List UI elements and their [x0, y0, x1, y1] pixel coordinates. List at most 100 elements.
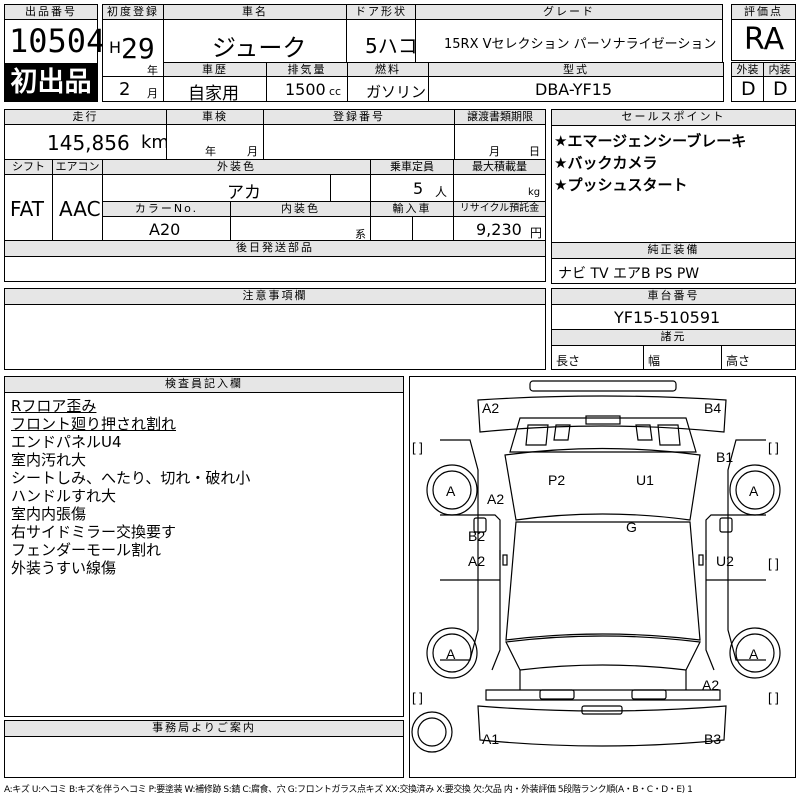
max-load-label: 最大積載量 — [453, 159, 546, 175]
damage-mark: U2 — [716, 553, 734, 569]
door-box: 5ハコ — [346, 19, 418, 63]
door-type: 5ハコ — [365, 34, 418, 58]
equipment: ナビ TV エアB PS PW — [558, 266, 700, 282]
interior-grade-box: D — [763, 76, 796, 102]
history: 自家用 — [188, 84, 239, 104]
capacity-unit: 人 — [435, 185, 448, 199]
bracket-mark: [ ] — [768, 690, 779, 705]
damage-mark: A — [446, 483, 456, 499]
recycle-fee: 9,230 — [476, 220, 522, 239]
inspector-box: Rフロア歪み フロント廻り押され割れ エンドパネルU4 室内汚れ大 シートしみ、… — [4, 392, 404, 717]
registration-number-box — [263, 124, 455, 160]
shift: FAT — [10, 197, 45, 221]
damage-mark: B4 — [704, 400, 721, 416]
transfer-month-unit: 月 — [489, 145, 500, 158]
damage-mark: A1 — [482, 731, 499, 747]
inspector-note: シートしみ、へたり、切れ・破れ小 — [11, 469, 251, 487]
sales-point-item: ★エマージェンシーブレーキ — [554, 132, 747, 150]
notes-label: 注意事項欄 — [4, 288, 546, 305]
inspector-note: フロント廻り押され割れ — [11, 415, 177, 433]
mileage: 145,856 — [47, 131, 130, 155]
spec-length-label: 長さ — [556, 354, 581, 368]
later-parts-box — [4, 256, 546, 282]
exterior-grade-label: 外装 — [731, 62, 764, 77]
score-label: 評価点 — [731, 4, 796, 20]
damage-mark: G — [626, 519, 637, 535]
bracket-mark: [ ] — [412, 440, 423, 455]
displacement-unit: cc — [329, 85, 342, 98]
bracket-mark: [ ] — [768, 556, 779, 571]
damage-mark: A — [749, 483, 759, 499]
sales-points-box: ★エマージェンシーブレーキ ★バックカメラ ★プッシュスタート — [551, 125, 796, 243]
grade: 15RX Vセレクション パーソナライゼーション — [444, 37, 717, 52]
color-number: A20 — [149, 220, 181, 239]
evaluation-score: RA — [744, 22, 785, 57]
month-unit: 月 — [147, 87, 158, 100]
damage-mark: U1 — [636, 472, 654, 488]
notes-box — [4, 304, 546, 370]
aircon-box: AAC — [52, 174, 103, 241]
displacement-box: 1500 cc — [266, 76, 348, 102]
specs-height-box: 高さ — [721, 345, 796, 370]
damage-mark: A — [749, 646, 759, 662]
score-box: RA — [731, 19, 796, 61]
first-listing-badge: 初出品 — [4, 64, 98, 102]
inspection-year-unit: 年 — [205, 145, 216, 158]
registration-month-box: 2 月 — [102, 76, 164, 102]
door-label: ドア形状 — [346, 4, 416, 20]
exterior-grade-box: D — [731, 76, 764, 102]
equipment-label: 純正装備 — [551, 242, 796, 259]
recycle-unit: 円 — [530, 226, 543, 240]
bracket-mark: [ ] — [768, 440, 779, 455]
spec-height-label: 高さ — [726, 354, 751, 368]
capacity: 5 — [413, 179, 424, 198]
damage-mark: P2 — [548, 472, 565, 488]
inspection-box: 年 月 — [166, 124, 264, 160]
inspector-note: 右サイドミラー交換要す — [11, 523, 177, 541]
interior-color-unit: 系 — [355, 228, 366, 241]
grade-box: 15RX Vセレクション パーソナライゼーション — [415, 19, 723, 63]
bracket-mark: [ ] — [412, 690, 423, 705]
era: H — [109, 38, 122, 57]
inspector-note: フェンダーモール割れ — [11, 541, 162, 559]
registration-year: 29 — [121, 32, 155, 65]
damage-mark: B1 — [716, 449, 733, 465]
mileage-unit: km — [141, 132, 169, 153]
inspector-note: ハンドルすれ大 — [11, 487, 117, 505]
car-name-box: ジューク — [163, 19, 347, 63]
fuel: ガソリン — [366, 83, 427, 101]
legend: A:キズ U:ヘコミ B:キズを伴うヘコミ P:要塗装 W:補修跡 S:錆 C:… — [4, 785, 693, 795]
fuel-box: ガソリン — [347, 76, 429, 102]
max-load-unit: kg — [528, 187, 541, 198]
damage-mark: A2 — [702, 677, 719, 693]
specs-width-box: 幅 — [643, 345, 722, 370]
inspection-month-unit: 月 — [247, 145, 258, 158]
sales-point-item: ★プッシュスタート — [554, 176, 688, 194]
exterior-color-extra — [330, 174, 371, 202]
damage-mark: A — [446, 646, 456, 662]
exterior-grade: D — [741, 78, 756, 100]
model-box: DBA-YF15 — [428, 76, 724, 102]
mileage-box: 145,856 km — [4, 124, 169, 160]
inspector-note: 室内汚れ大 — [11, 451, 87, 469]
history-box: 自家用 — [163, 76, 267, 104]
displacement: 1500 — [285, 80, 326, 99]
spec-width-label: 幅 — [648, 354, 661, 368]
damage-mark: A2 — [482, 400, 499, 416]
interior-grade: D — [773, 78, 788, 100]
chassis-label: 車台番号 — [551, 288, 796, 305]
equipment-box: ナビ TV エアB PS PW — [551, 258, 796, 284]
shift-label: シフト — [4, 159, 53, 175]
sales-point-item: ★バックカメラ — [554, 154, 658, 172]
damage-mark: A2 — [468, 553, 485, 569]
transfer-day-unit: 日 — [529, 145, 540, 158]
inspector-note: 外装うすい線傷 — [11, 559, 117, 577]
exterior-color-box: アカ — [102, 174, 371, 203]
lot-number-box: 10504 — [4, 19, 105, 64]
registration-month: 2 — [119, 79, 131, 100]
model-code: DBA-YF15 — [535, 80, 613, 99]
office-box — [4, 736, 404, 778]
damage-mark: B3 — [704, 731, 721, 747]
inspector-note: 室内内張傷 — [11, 505, 87, 523]
